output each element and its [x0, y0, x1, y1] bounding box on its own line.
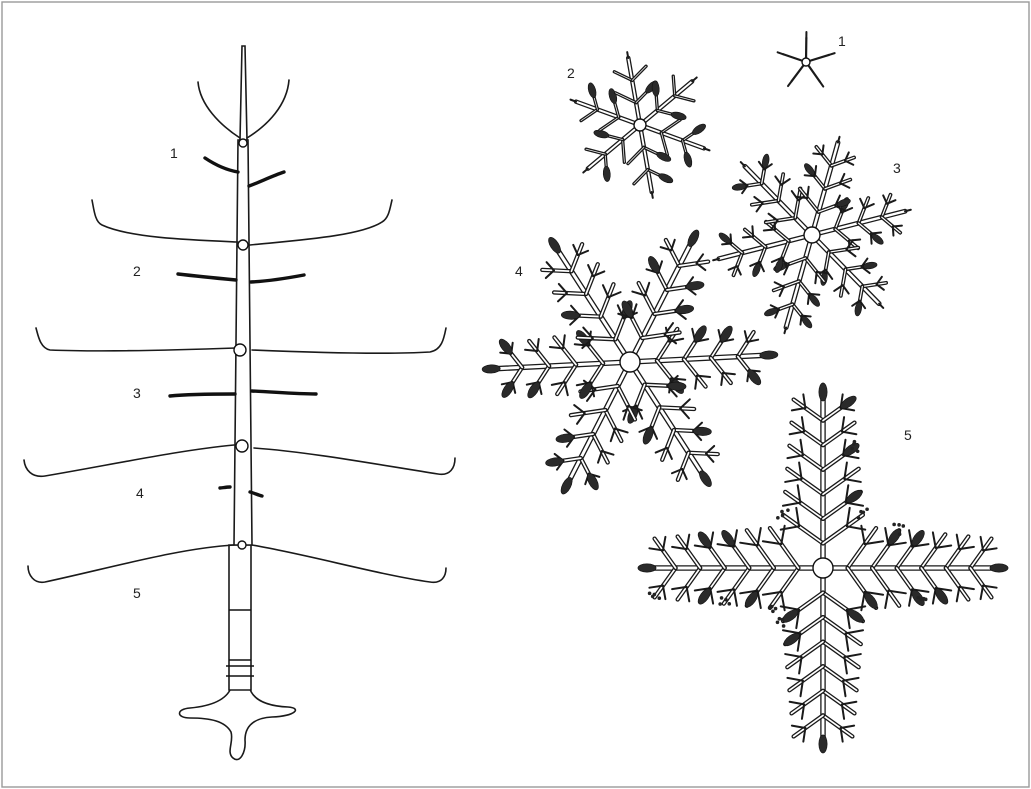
top-whorl-5	[638, 383, 1008, 753]
top-label-1: 1	[838, 33, 846, 49]
top-label-5: 5	[904, 427, 912, 443]
side-label-2: 2	[133, 263, 141, 279]
lower-stem	[229, 545, 251, 690]
side-label-4: 4	[136, 485, 144, 501]
side-label-3: 3	[133, 385, 141, 401]
side-label-5: 5	[133, 585, 141, 601]
side-label-1: 1	[170, 145, 178, 161]
top-whorl-1	[778, 32, 835, 87]
main-stem	[234, 140, 252, 545]
top-whorl-3	[713, 137, 911, 333]
top-view-whorls	[482, 32, 1008, 753]
apical-tip	[240, 46, 247, 140]
top-label-4: 4	[515, 263, 523, 279]
top-label-3: 3	[893, 160, 901, 176]
top-whorl-2	[570, 52, 709, 198]
side-view-plant	[24, 46, 455, 760]
top-label-2: 2	[567, 65, 575, 81]
rhizoid-base	[180, 686, 296, 760]
